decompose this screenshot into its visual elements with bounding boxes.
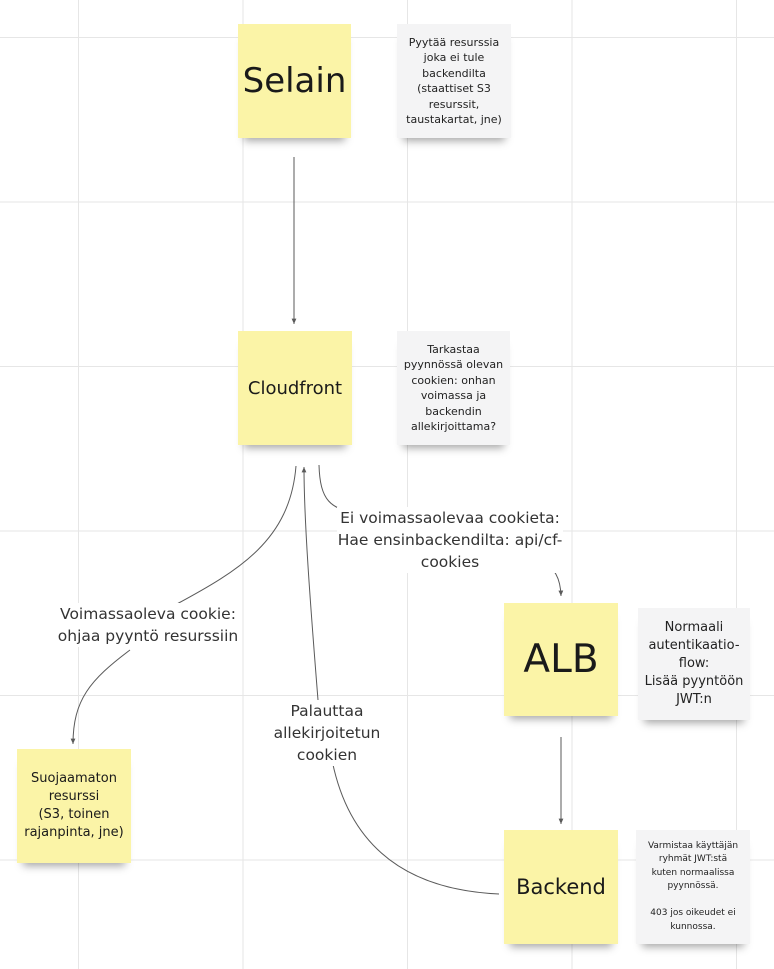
sticky-cloudfront[interactable]: Cloudfront	[238, 331, 352, 445]
note-cloudfront-text: Tarkastaa pyynnössä olevan cookien: onha…	[403, 342, 504, 434]
label-returns-signed-cookie: Palauttaa allekirjoitetun cookien	[268, 700, 386, 766]
note-selain[interactable]: Pyytää resurssia joka ei tule backendilt…	[397, 24, 511, 138]
note-alb-text: Normaali autentikaatio- flow: Lisää pyyn…	[644, 620, 744, 707]
note-backend[interactable]: Varmistaa käyttäjän ryhmät JWT:stä kuten…	[636, 830, 750, 944]
sticky-backend-label: Backend	[516, 875, 606, 899]
sticky-selain[interactable]: Selain	[238, 24, 351, 138]
sticky-alb[interactable]: ALB	[504, 603, 618, 716]
note-backend-text: Varmistaa käyttäjän ryhmät JWT:stä kuten…	[647, 840, 739, 932]
sticky-cloudfront-label: Cloudfront	[247, 377, 343, 399]
sticky-selain-label: Selain	[242, 61, 347, 101]
sticky-alb-label: ALB	[523, 637, 599, 682]
label-no-valid-cookie: Ei voimassaolevaa cookieta: Hae ensinbac…	[337, 507, 563, 573]
sticky-unprotected-resource-label: Suojaamaton resurssi (S3, toinen rajanpi…	[24, 771, 124, 840]
sticky-backend[interactable]: Backend	[504, 830, 618, 944]
label-valid-cookie: Voimassaoleva cookie: ohjaa pyyntö resur…	[54, 603, 242, 647]
note-selain-text: Pyytää resurssia joka ei tule backendilt…	[406, 35, 502, 127]
note-cloudfront[interactable]: Tarkastaa pyynnössä olevan cookien: onha…	[397, 331, 510, 445]
note-alb[interactable]: Normaali autentikaatio- flow: Lisää pyyn…	[638, 608, 750, 720]
sticky-unprotected-resource[interactable]: Suojaamaton resurssi (S3, toinen rajanpi…	[17, 749, 131, 863]
